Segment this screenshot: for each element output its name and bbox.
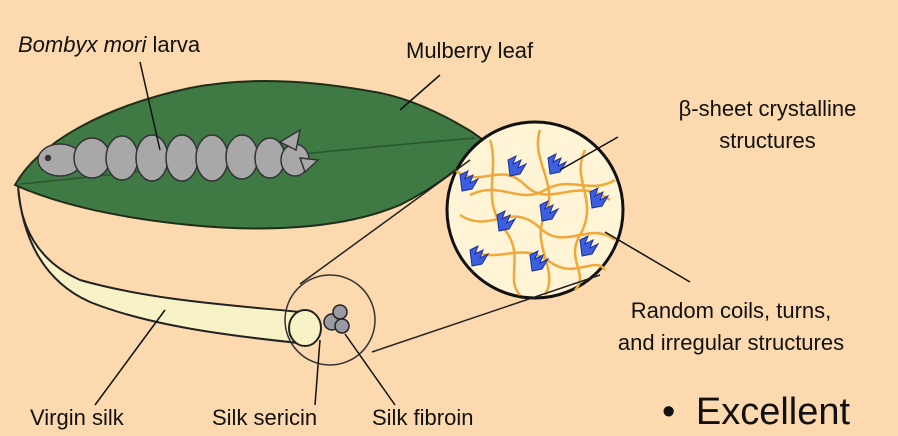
bullet-marker: • <box>662 391 675 433</box>
label-beta-sheet: β-sheet crystalline structures <box>640 96 895 154</box>
bullet-item: • Excellent <box>662 390 850 434</box>
label-larva-word: larva <box>146 32 200 57</box>
fiber-end <box>289 305 349 346</box>
bullet-text: Excellent <box>696 391 850 433</box>
label-virgin-silk: Virgin silk <box>30 405 124 431</box>
label-silk-sericin: Silk sericin <box>212 405 317 431</box>
label-larva-species: Bombyx mori <box>18 32 146 57</box>
label-coils-line2: and irregular structures <box>566 330 896 356</box>
label-larva: Bombyx mori larva <box>18 32 200 58</box>
label-mulberry-leaf: Mulberry leaf <box>406 38 533 64</box>
label-beta-line1: β-sheet crystalline <box>640 96 895 122</box>
label-silk-fibroin: Silk fibroin <box>372 405 473 431</box>
label-beta-line2: structures <box>640 128 895 154</box>
label-coils-line1: Random coils, turns, <box>566 298 896 324</box>
label-random-coils: Random coils, turns, and irregular struc… <box>566 298 896 356</box>
